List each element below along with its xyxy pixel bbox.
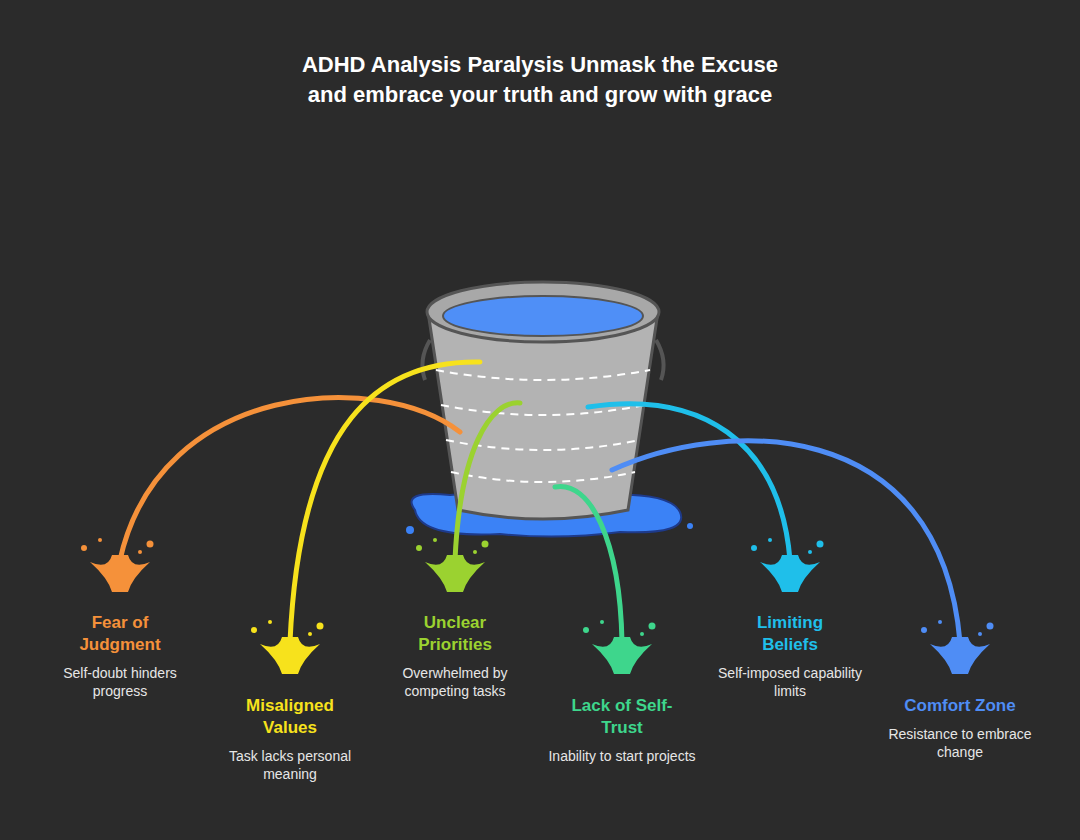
leak-label: Limiting BeliefsSelf-imposed capability … — [700, 612, 880, 700]
leak-heading: Misaligned Values — [228, 695, 353, 739]
leak-stream — [588, 404, 790, 560]
bucket-rim — [427, 282, 659, 342]
leak-description: Self-imposed capability limits — [715, 664, 865, 700]
leak-label: Unclear PrioritiesOverwhelmed by competi… — [365, 612, 545, 700]
splash-icon — [921, 620, 994, 674]
leak-label: Fear of JudgmentSelf-doubt hinders progr… — [30, 612, 210, 700]
bucket-band — [436, 370, 650, 380]
leak-description: Self-doubt hinders progress — [45, 664, 195, 700]
leak-label: Misaligned ValuesTask lacks personal mea… — [200, 695, 380, 783]
leak-description: Task lacks personal meaning — [215, 747, 365, 783]
splash-icon — [583, 620, 656, 674]
leak-description: Resistance to embrace change — [885, 725, 1035, 761]
bucket-band — [451, 472, 635, 482]
splash-icon — [751, 538, 824, 592]
leak-stream — [290, 362, 480, 642]
diagram-title: ADHD Analysis Paralysis Unmask the Excus… — [300, 50, 780, 110]
leak-description: Inability to start projects — [547, 747, 697, 765]
leak-stream — [555, 486, 622, 642]
leak-heading: Unclear Priorities — [393, 612, 518, 656]
splash-icon — [81, 538, 154, 592]
splash-icon — [251, 620, 324, 674]
splash-icon — [416, 538, 489, 592]
leak-stream — [455, 403, 520, 560]
bucket-handle — [656, 340, 664, 380]
water — [443, 296, 643, 336]
drop — [687, 523, 693, 529]
leak-label: Comfort ZoneResistance to embrace change — [870, 695, 1050, 761]
leak-heading: Lack of Self-Trust — [560, 695, 685, 739]
leak-label: Lack of Self-TrustInability to start pro… — [532, 695, 712, 765]
leak-heading: Limiting Beliefs — [728, 612, 853, 656]
drop — [406, 526, 414, 534]
leak-heading: Fear of Judgment — [58, 612, 183, 656]
leak-stream — [612, 441, 960, 642]
leak-stream — [120, 398, 460, 560]
bucket-handle — [422, 340, 430, 380]
leak-heading: Comfort Zone — [898, 695, 1023, 717]
leak-description: Overwhelmed by competing tasks — [380, 664, 530, 700]
